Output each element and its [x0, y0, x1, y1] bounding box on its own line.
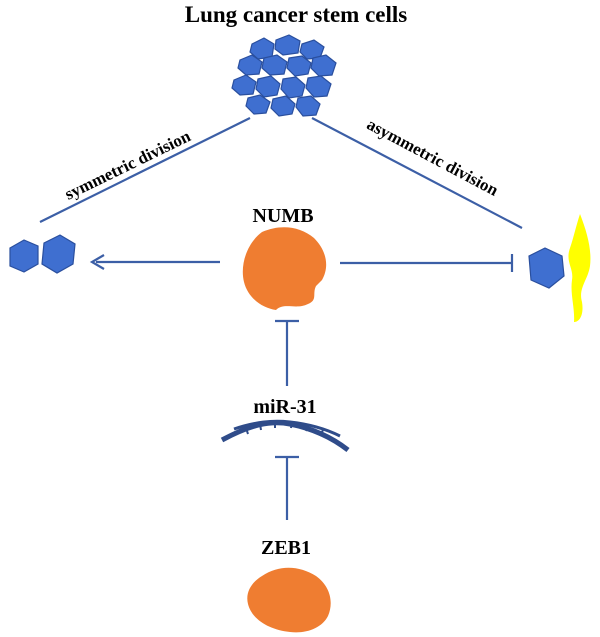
- zeb1-label: ZEB1: [261, 537, 311, 559]
- asymmetric-division-label: asymmetric division: [364, 115, 502, 201]
- stem-cell-icon: [528, 247, 565, 289]
- numb-label: NUMB: [252, 205, 313, 227]
- diagram-title: Lung cancer stem cells: [185, 2, 408, 27]
- numb-protein-icon: [242, 227, 327, 310]
- mirna-strand-icon: [220, 419, 350, 452]
- cell-cluster-icon: [231, 34, 337, 117]
- differentiated-cell-icon: [568, 214, 591, 322]
- arrowhead-left-icon: [89, 254, 105, 270]
- daughter-stem-cells-icon: [9, 234, 76, 274]
- mir31-label: miR-31: [253, 396, 316, 418]
- zeb1-protein-icon: [247, 567, 331, 633]
- asymmetric-division-edge: [311, 117, 523, 229]
- symmetric-division-label: symmetric division: [62, 126, 194, 204]
- symmetric-division-edge: [39, 117, 251, 223]
